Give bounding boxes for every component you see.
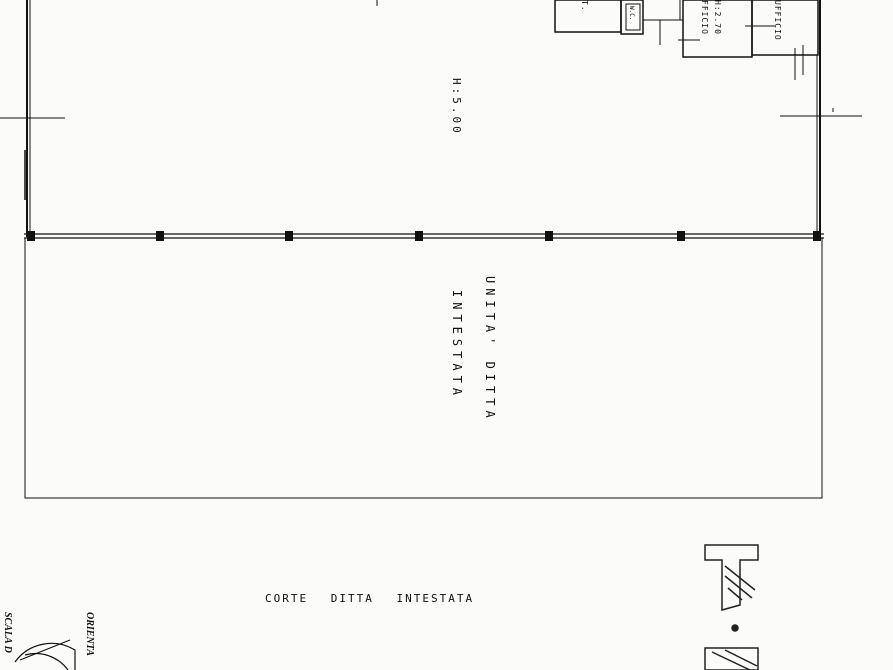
- dividing-wall: [24, 233, 824, 239]
- wc-label: W.C.: [628, 6, 635, 21]
- office-rooms: [554, 0, 819, 80]
- orientation-label: ORIENTA: [84, 612, 95, 656]
- orientation-symbol: [14, 639, 76, 670]
- office-label-a: UFFICIO: [773, 0, 782, 41]
- unit-label-line1: UNITA' DITTA: [483, 276, 497, 423]
- section-marks: [0, 115, 862, 200]
- office-label-b: FFICIO: [700, 0, 709, 35]
- room-t-label: T.: [580, 0, 589, 12]
- courtyard-label: CORTE DITTA INTESTATA: [265, 592, 475, 605]
- office-height-label: H:2.70: [713, 0, 722, 35]
- scale-label: SCALA D: [2, 612, 13, 653]
- main-hall-height-label: H:5.00: [450, 78, 463, 136]
- title-hatch: [704, 544, 759, 670]
- wall-ticks: [376, 0, 834, 112]
- columns: [27, 231, 821, 241]
- upper-hall-walls: [26, 0, 821, 237]
- unit-label-line2: INTESTATA: [450, 290, 464, 401]
- lower-unit-outline: [24, 237, 823, 499]
